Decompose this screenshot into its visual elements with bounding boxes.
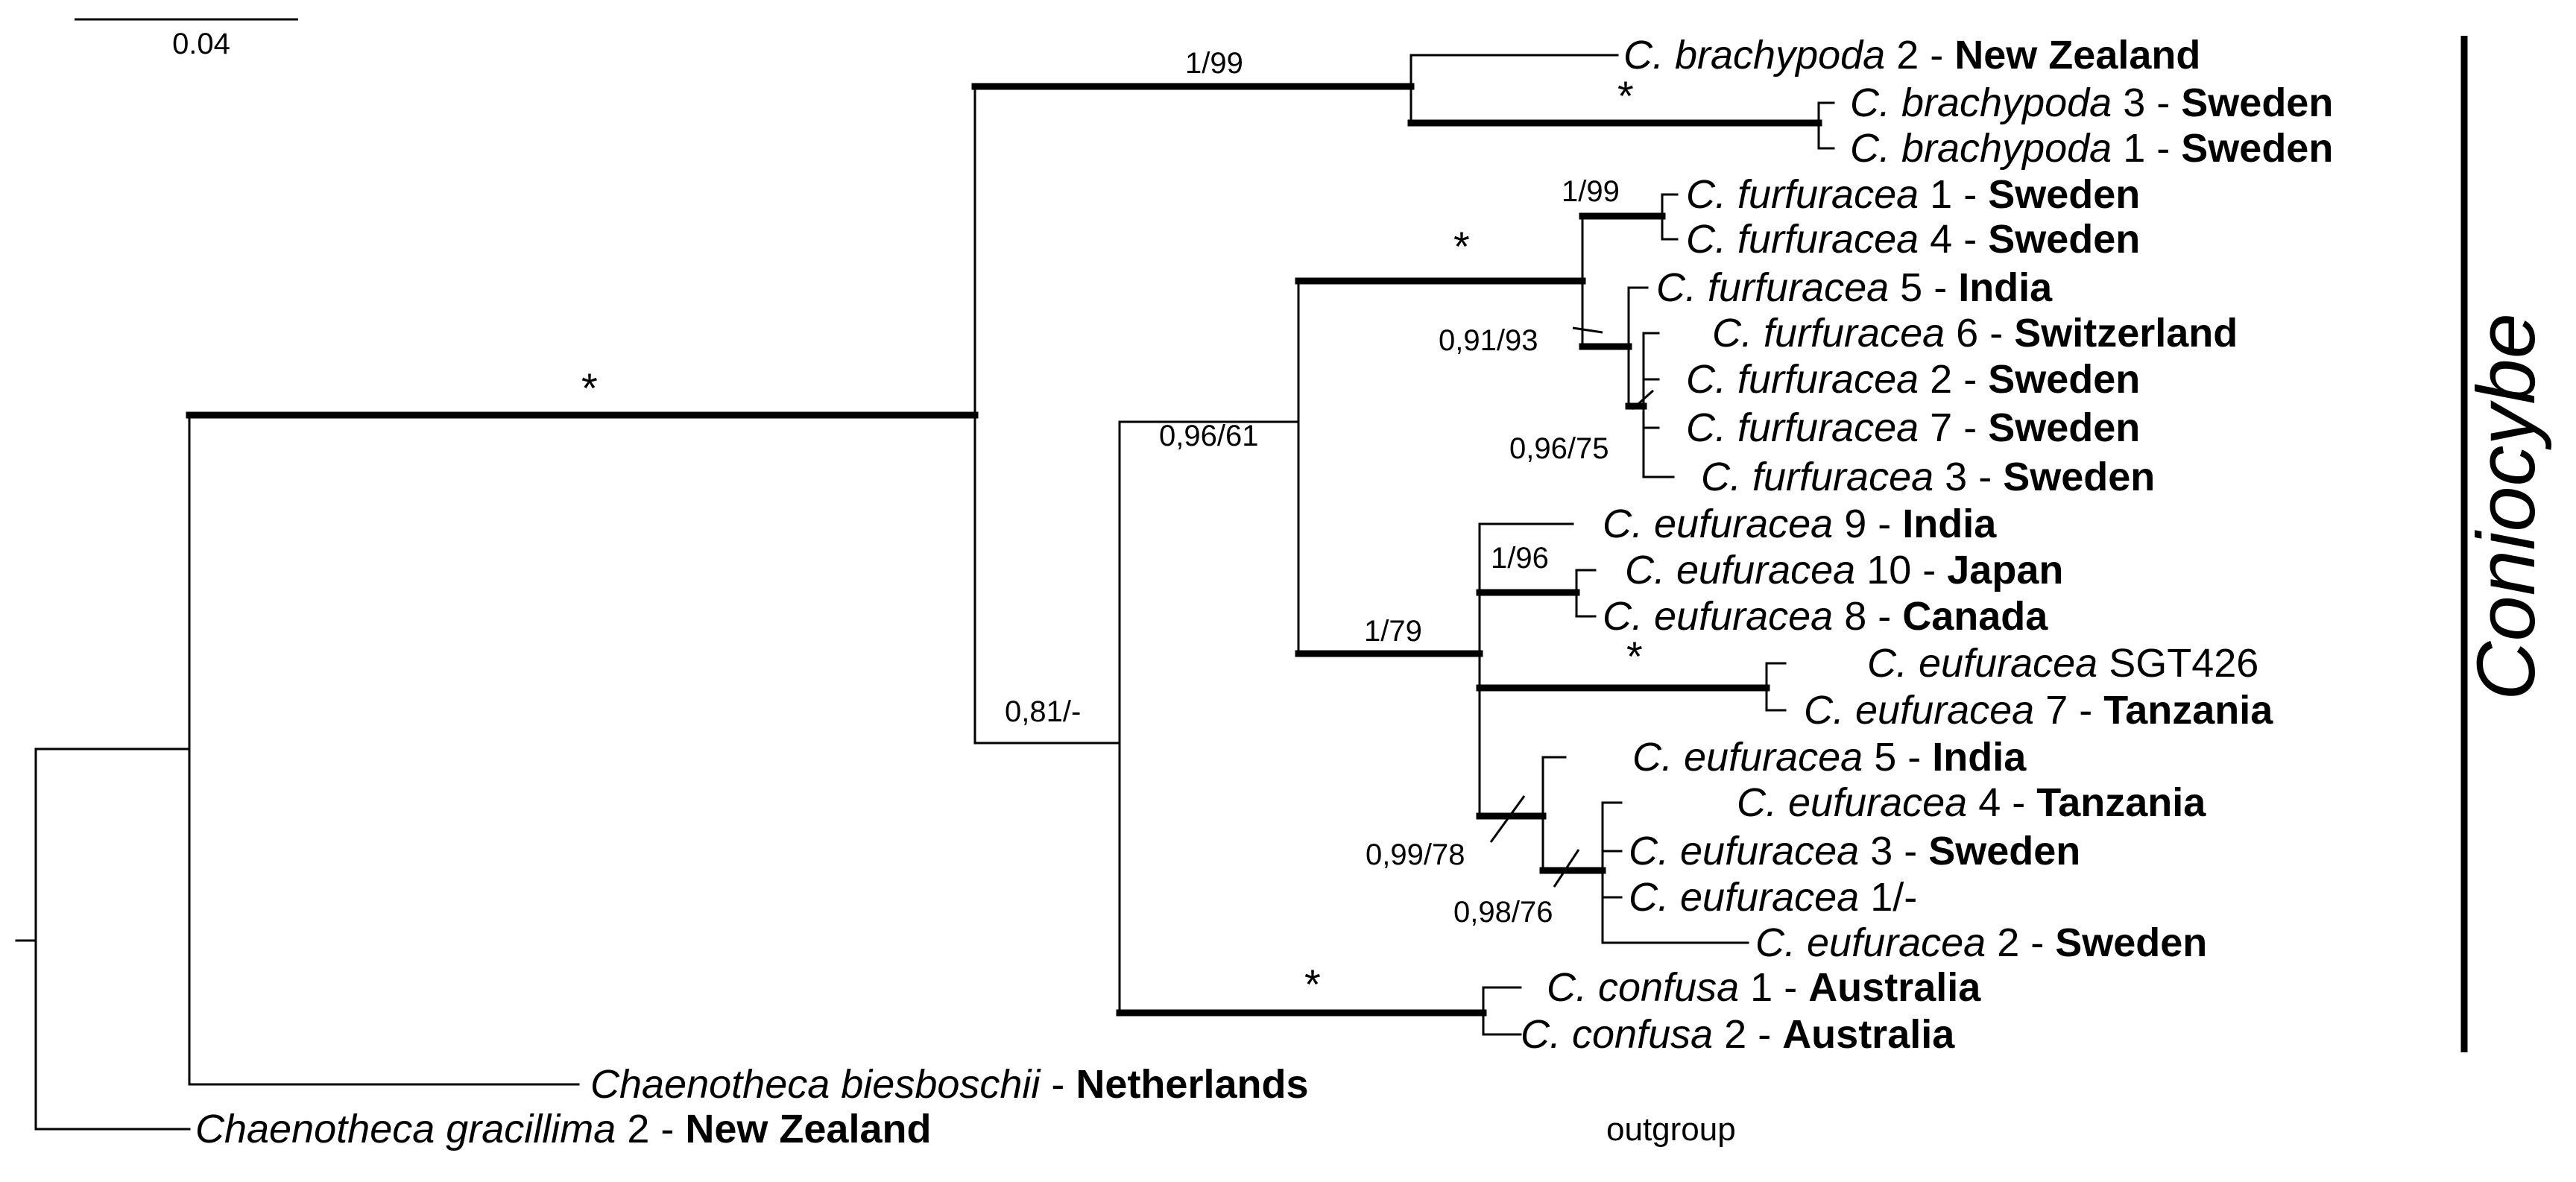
scale-bar-label: 0.04 — [172, 28, 230, 60]
tip-label: C. confusa 1 - Australia — [1547, 965, 1981, 1010]
tip-label: C. eufuracea 10 - Japan — [1625, 548, 2063, 592]
tip-label: C. eufuracea 8 - Canada — [1603, 594, 2048, 639]
support-leader — [1572, 326, 1603, 334]
support-value: 0,81/- — [1005, 695, 1081, 728]
tip-label: C. eufuracea 7 - Tanzania — [1804, 688, 2273, 733]
support-value: 0,96/61 — [1159, 420, 1258, 452]
support-star: * — [1304, 961, 1321, 1008]
support-star: * — [1453, 223, 1470, 270]
support-star: * — [581, 364, 598, 411]
tip-label: C. brachypoda 1 - Sweden — [1850, 126, 2333, 171]
support-star: * — [1617, 72, 1634, 119]
tip-label: C. furfuracea 4 - Sweden — [1686, 217, 2140, 262]
tip-label: C. eufuracea 3 - Sweden — [1629, 829, 2080, 873]
support-values: 1/99 * * 1/99 0,91/93 0,96/75 0,96/61 1/96 1/79 *… — [581, 47, 1654, 1008]
support-leader — [1632, 389, 1654, 411]
support-value: 0,96/75 — [1509, 432, 1609, 465]
support-value: 1/79 — [1364, 615, 1422, 648]
tip-label: C. confusa 2 - Australia — [1521, 1012, 1955, 1057]
outgroup-label: outgroup — [1606, 1111, 1736, 1148]
tip-label: C. furfuracea 7 - Sweden — [1686, 405, 2140, 450]
tip-label: C. furfuracea 3 - Sweden — [1701, 455, 2155, 499]
tip-label: C. eufuracea 5 - India — [1632, 735, 2027, 780]
support-star: * — [1626, 633, 1643, 680]
tip-label: C. eufuracea 1/- — [1629, 875, 1917, 920]
support-value: 1/99 — [1185, 47, 1243, 80]
tip-label: C. eufuracea 4 - Tanzania — [1737, 780, 2206, 825]
tree-branches — [15, 54, 1835, 1131]
tip-label: Chaenotheca biesboschii - Netherlands — [590, 1062, 1309, 1107]
support-value: 0,99/78 — [1366, 838, 1465, 871]
support-leader — [1489, 795, 1526, 843]
tip-label: C. furfuracea 2 - Sweden — [1686, 357, 2140, 402]
support-leader — [1553, 849, 1580, 888]
tip-label: C. furfuracea 1 - Sweden — [1686, 172, 2140, 217]
tip-label: C. furfuracea 6 - Switzerland — [1712, 311, 2238, 355]
support-value: 1/96 — [1491, 542, 1549, 575]
support-value: 1/99 — [1562, 175, 1620, 208]
support-value: 0,98/76 — [1453, 896, 1553, 929]
tip-label: C. eufuracea SGT426 — [1867, 641, 2258, 686]
tip-label: Chaenotheca gracillima 2 - New Zealand — [195, 1107, 931, 1151]
tip-label: C. eufuracea 2 - Sweden — [1755, 920, 2207, 965]
tip-label: C. furfuracea 5 - India — [1656, 265, 2053, 310]
support-value: 0,91/93 — [1439, 324, 1538, 357]
clade-label: Coniocybe — [2460, 313, 2552, 701]
tip-label: C. eufuracea 9 - India — [1603, 502, 1997, 546]
tip-label: C. brachypoda 2 - New Zealand — [1623, 33, 2200, 78]
tip-label: C. brachypoda 3 - Sweden — [1850, 80, 2333, 125]
